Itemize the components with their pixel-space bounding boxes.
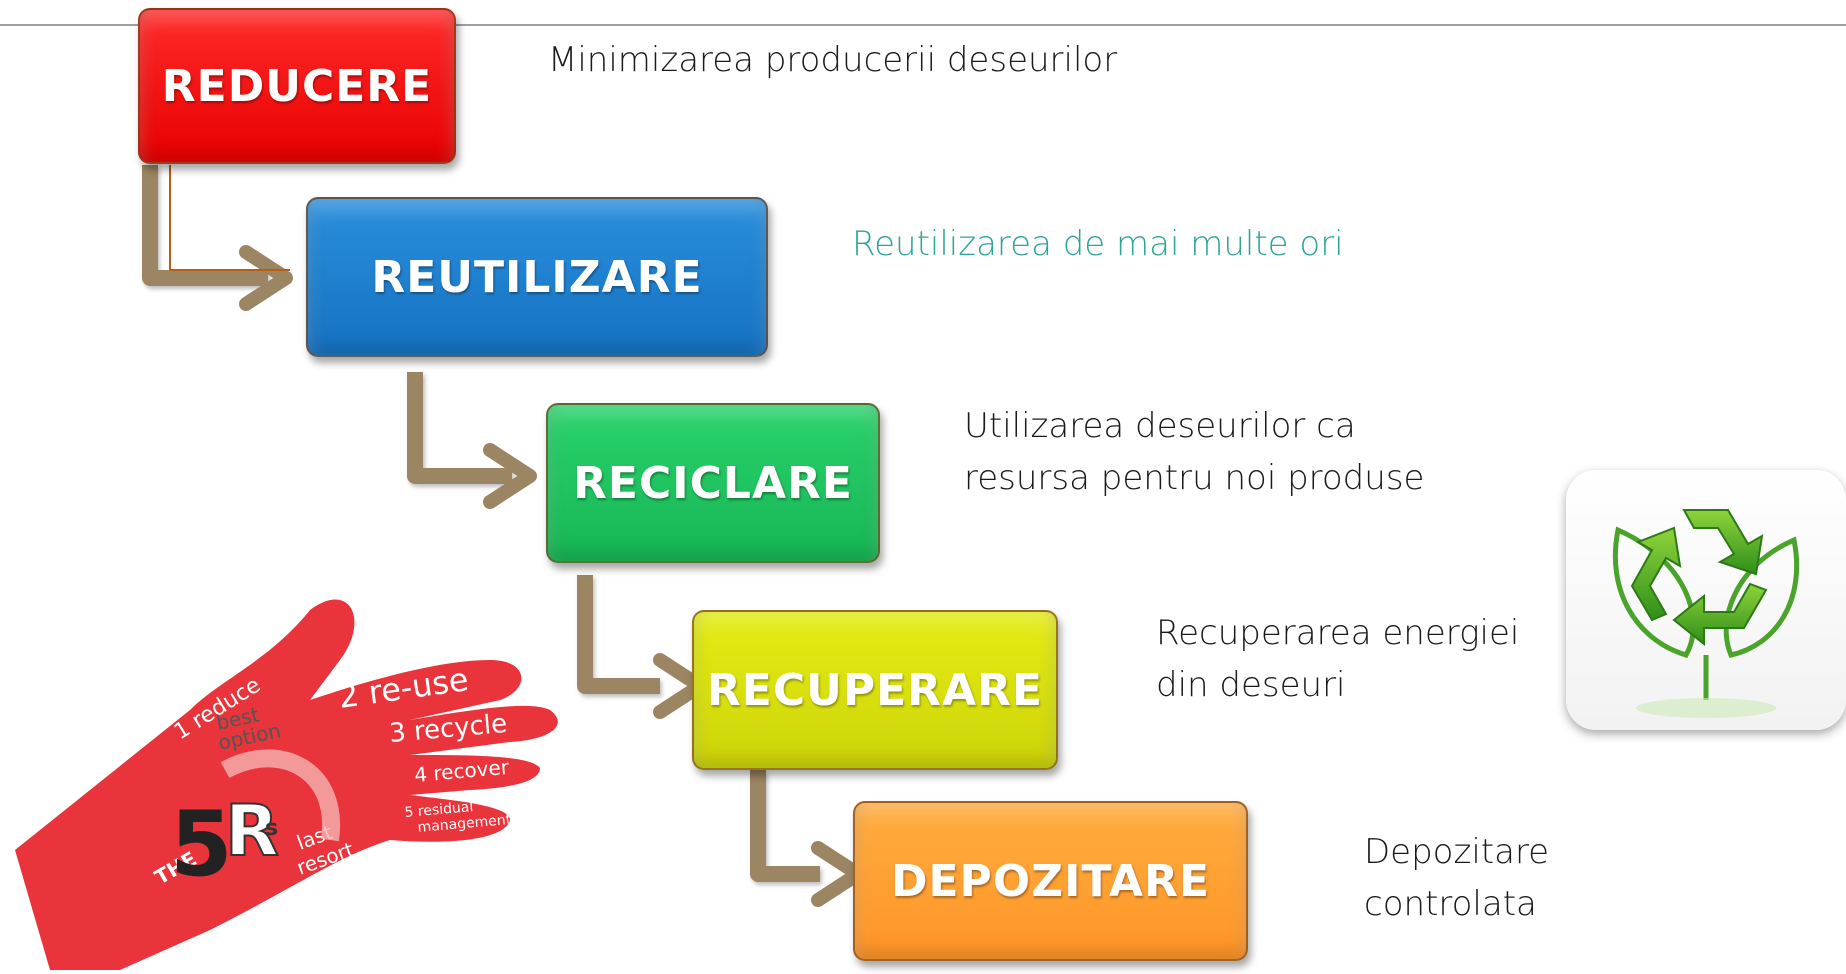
description-line: resursa pentru noi produse (964, 458, 1425, 498)
step-box-depozitare: DEPOZITARE (853, 801, 1248, 961)
description-line: Minimizarea producerii deseurilor (548, 40, 1118, 80)
hand-item: 5 residual (404, 799, 474, 821)
arrow-4 (750, 770, 820, 882)
step-label: RECUPERARE (706, 664, 1044, 716)
arrow-2 (407, 372, 512, 484)
arrowhead-4 (811, 841, 865, 907)
step-label: RECICLARE (573, 457, 853, 509)
description-line: Depozitare (1364, 832, 1550, 872)
description-line: Utilizarea deseurilor ca (964, 406, 1356, 446)
description-line: Reutilizarea de mai multe ori (852, 224, 1344, 264)
step-label: REUTILIZARE (371, 251, 703, 303)
step-label: DEPOZITARE (890, 855, 1211, 907)
step-box-recuperare: RECUPERARE (692, 610, 1058, 770)
step-box-reciclare: RECICLARE (546, 403, 880, 563)
step-description-reutilizare: Reutilizarea de mai multe ori (852, 218, 1344, 270)
step-description-depozitare: Depozitare controlata (1364, 826, 1549, 930)
arrowhead-2 (483, 443, 537, 509)
five-rs-hand-graphic: 1 reduce 2 re-use 3 recycle 4 recover 5 … (10, 590, 600, 970)
description-line: din deseuri (1156, 665, 1346, 705)
hand-shape (15, 599, 558, 970)
arrow-1 (142, 165, 268, 286)
step-box-reutilizare: REUTILIZARE (306, 197, 768, 357)
s-label: s (265, 816, 278, 841)
step-label: REDUCERE (161, 60, 433, 112)
step-description-reducere: Minimizarea producerii deseurilor (548, 34, 1117, 86)
step-description-recuperare: Recuperarea energiei din deseuri (1156, 607, 1519, 711)
description-line: Recuperarea energiei (1156, 613, 1520, 653)
five-label: 5 (170, 792, 233, 897)
step-box-reducere: REDUCERE (138, 8, 456, 164)
top-divider-line (0, 24, 1846, 26)
arrow-3 (577, 575, 660, 694)
r-label: R (225, 790, 279, 872)
description-line: controlata (1364, 884, 1537, 924)
step-description-reciclare: Utilizarea deseurilor ca resursa pentru … (964, 400, 1424, 504)
recycle-leaf-icon (1566, 470, 1846, 730)
arrowhead-1 (239, 245, 293, 311)
